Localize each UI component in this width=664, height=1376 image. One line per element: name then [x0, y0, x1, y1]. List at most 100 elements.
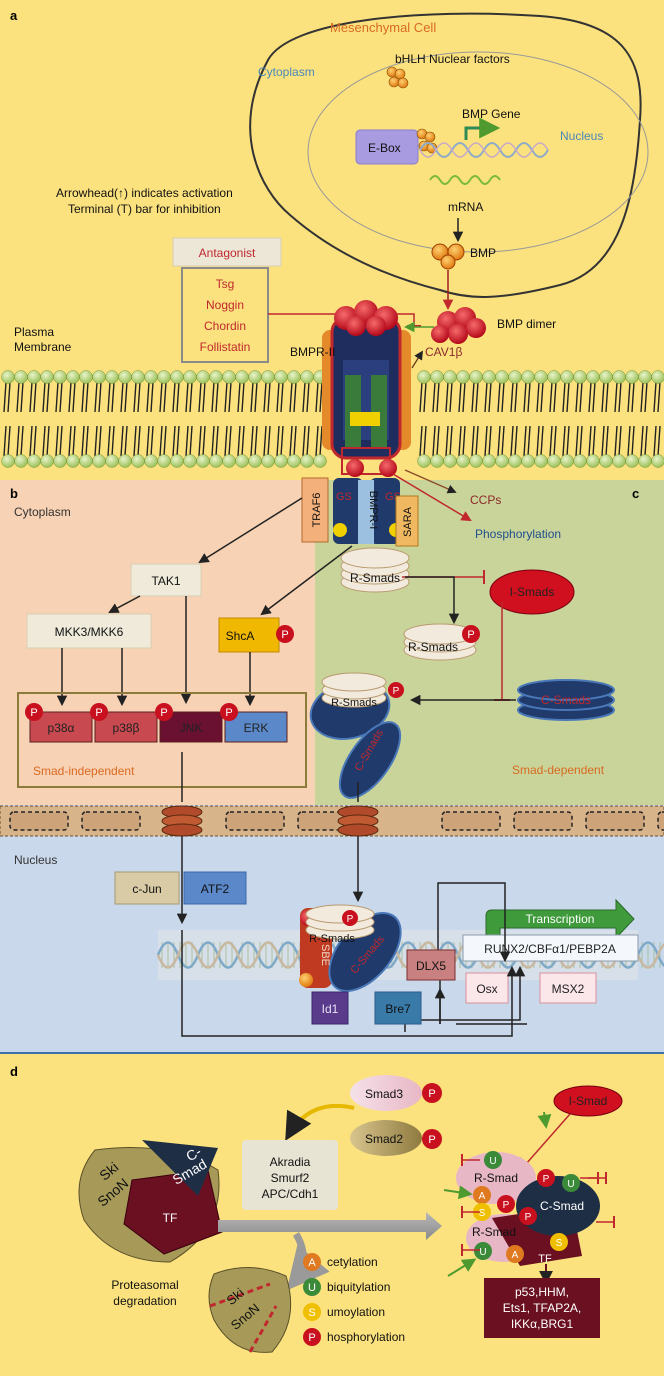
mod-badge-5	[497, 1195, 515, 1213]
mod-legend-badge-0	[303, 1253, 321, 1271]
mod-legend-text-3: hosphorylation	[327, 1330, 405, 1344]
bmp-icon	[431, 243, 465, 270]
traf6-box	[301, 477, 329, 543]
msx2-box	[539, 972, 597, 1004]
cytoplasm-label-top: Cytoplasm	[258, 65, 315, 79]
dlx5-box	[406, 949, 456, 981]
kinase-label-2: JNK	[180, 721, 203, 735]
csmad-d-label: C-Smad	[540, 1199, 584, 1213]
nucleus-outline	[307, 51, 649, 253]
transcription-arrow-icon	[485, 898, 635, 940]
panel-letter-a: a	[10, 8, 18, 23]
nucleus-label: Nucleus	[14, 853, 57, 867]
sara-label: SARA	[402, 506, 414, 537]
cav1-label: CAV1β	[425, 345, 462, 359]
tak1-box	[130, 563, 202, 597]
mkk-box	[26, 613, 152, 649]
nucleus-label-top: Nucleus	[560, 129, 603, 143]
rsmad-upper-label: R-Smad	[474, 1171, 518, 1185]
kinase-label-0: p38α	[48, 721, 75, 735]
cell-title: Mesenchymal Cell	[330, 20, 436, 35]
plasma-label: Plasma	[14, 325, 54, 339]
envelope-segment	[513, 811, 573, 831]
dlx5-arrow-line	[437, 882, 511, 963]
plasma-membrane	[1, 370, 664, 468]
tak1-label: TAK1	[151, 574, 180, 588]
panel-letter-b: b	[10, 486, 18, 501]
kinase-p-badge-3	[220, 703, 238, 721]
ismad-d-oval	[553, 1085, 623, 1117]
bmp-gene-label: BMP Gene	[462, 107, 521, 121]
antagonist-title: Antagonist	[199, 246, 256, 260]
mod-legend-badge-3	[303, 1328, 321, 1346]
traf6-label: TRAF6	[311, 493, 323, 528]
cytoplasm-label: Cytoplasm	[14, 505, 71, 519]
antagonist-tsg: Tsg	[216, 277, 235, 291]
csmads-right-label: C-Smads	[541, 693, 591, 707]
ismads-label: I-Smads	[510, 585, 555, 599]
mod-legend-badge-1	[303, 1278, 321, 1296]
id1-box	[311, 991, 349, 1025]
bre7-label: Bre7	[385, 1002, 411, 1016]
mod-badge-letter-3: A	[479, 1191, 486, 1202]
ismad-d-label: I-Smad	[569, 1094, 608, 1108]
mod-badge-letter-5: P	[503, 1200, 510, 1211]
panel-letter-d: d	[10, 1064, 18, 1079]
kinase-p-label-1: P	[95, 707, 102, 719]
mod-badge-1	[537, 1169, 555, 1187]
shca-box	[218, 617, 280, 653]
partners-line1: p53,HHM,	[515, 1285, 569, 1299]
cjun-label: c-Jun	[132, 882, 161, 896]
runx2-box	[462, 934, 639, 962]
bhlh-label: bHLH Nuclear factors	[395, 52, 510, 66]
rsmads-top-icon	[340, 547, 410, 593]
bmp-gene-arrow-icon	[464, 117, 501, 140]
mod-badge-8	[474, 1242, 492, 1260]
membrane-label: Membrane	[14, 340, 72, 354]
bmpr1-center	[358, 480, 374, 544]
gray-forward-arrow-icon	[218, 1212, 442, 1240]
tf-d-label: TF	[538, 1253, 552, 1265]
jun-feedback-line	[181, 930, 518, 1037]
sara-box	[395, 495, 419, 547]
bhlh-factors-icon	[386, 66, 409, 89]
yellow-curved-arrow-icon	[285, 1103, 355, 1141]
bmpr2-label: BMPR-II	[290, 345, 335, 359]
bmpr1-label: BMPR-I	[367, 491, 379, 530]
bre7-box	[374, 991, 422, 1025]
bmp-receptor-complex	[322, 300, 411, 477]
smad-dependent-label: Smad-dependent	[512, 763, 605, 777]
transcription-label: Transcription	[526, 912, 595, 926]
ebox-label: E-Box	[368, 141, 401, 155]
partners-line3: IKKα,BRG1	[511, 1317, 574, 1331]
bmp-label: BMP	[470, 246, 496, 260]
mod-badge-letter-8: U	[479, 1247, 486, 1258]
antagonist-header	[172, 237, 282, 267]
partners-box	[484, 1278, 600, 1338]
atf2-box	[183, 871, 247, 905]
shca-label: ShcA	[226, 629, 255, 643]
mod-legend-text-0: cetylation	[327, 1255, 378, 1269]
partners-line2: Ets1, TFAP2A,	[503, 1301, 581, 1315]
enzymes-box	[242, 1140, 338, 1210]
mod-legend-badge-2	[303, 1303, 321, 1321]
envelope-segment	[225, 811, 285, 831]
runx2-label: RUNX2/CBFα1/PEBP2A	[484, 942, 616, 956]
nuclear-pore-right-icon	[337, 805, 379, 837]
bmp-gene-dna-strand2-icon	[419, 142, 549, 158]
degradation-label: degradation	[113, 1294, 176, 1308]
phosphorylation-label: Phosphorylation	[475, 527, 561, 541]
mrna-label: mRNA	[448, 200, 483, 214]
dlx5-label: DLX5	[416, 959, 446, 973]
sbe-p-label: P	[347, 914, 354, 925]
sbe-rsmads-label: R-Smads	[309, 933, 355, 945]
bre7-feedback-line	[404, 965, 526, 1032]
panel-letter-c: c	[632, 486, 639, 501]
complex-rsmads-label: R-Smads	[331, 697, 377, 709]
mod-badge-letter-2: U	[567, 1179, 574, 1190]
enzyme-smurf2: Smurf2	[271, 1171, 310, 1185]
envelope-segment	[585, 811, 645, 831]
mesenchymal-cell-outline	[249, 12, 642, 298]
mod-legend-letter-1: U	[308, 1282, 316, 1294]
mod-badge-letter-6: P	[525, 1212, 532, 1223]
